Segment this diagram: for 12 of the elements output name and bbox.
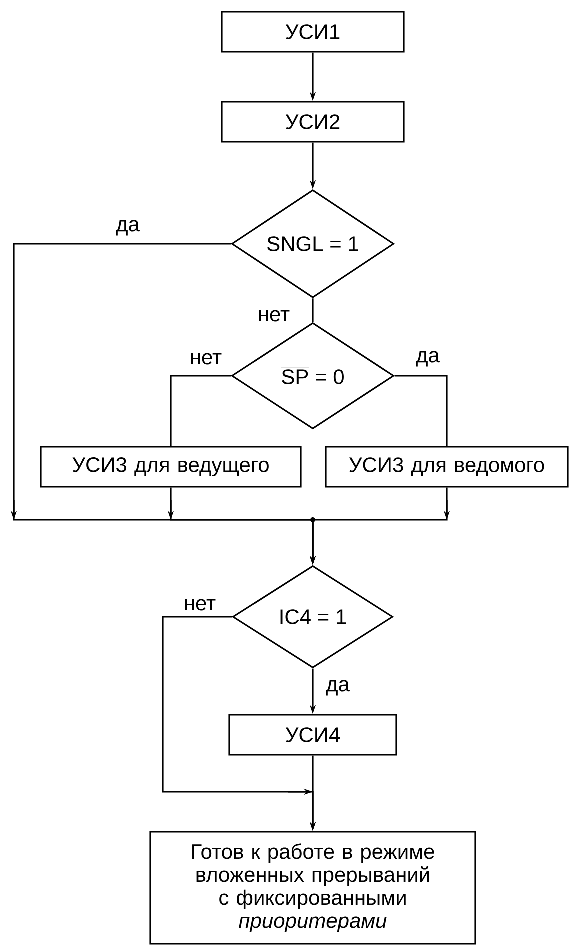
edge-label: да (325, 679, 351, 697)
process-box: УСИ3 для ведущего (40, 446, 302, 488)
process-box: Готов к работе в режиме вложенных прерываний с фиксированными приоритерами (150, 831, 476, 945)
edge-label: да (115, 219, 141, 237)
process-box: УСИ4 (228, 714, 398, 756)
process-box: УСИ3 для ведомого (325, 446, 569, 488)
process-box: УСИ1 (221, 11, 405, 53)
edge-label: нет (182, 598, 218, 612)
edge-label: да (415, 350, 441, 368)
process-box: УСИ2 (221, 101, 405, 143)
edge-label: нет (256, 309, 292, 323)
edge-label: нет (188, 352, 224, 366)
